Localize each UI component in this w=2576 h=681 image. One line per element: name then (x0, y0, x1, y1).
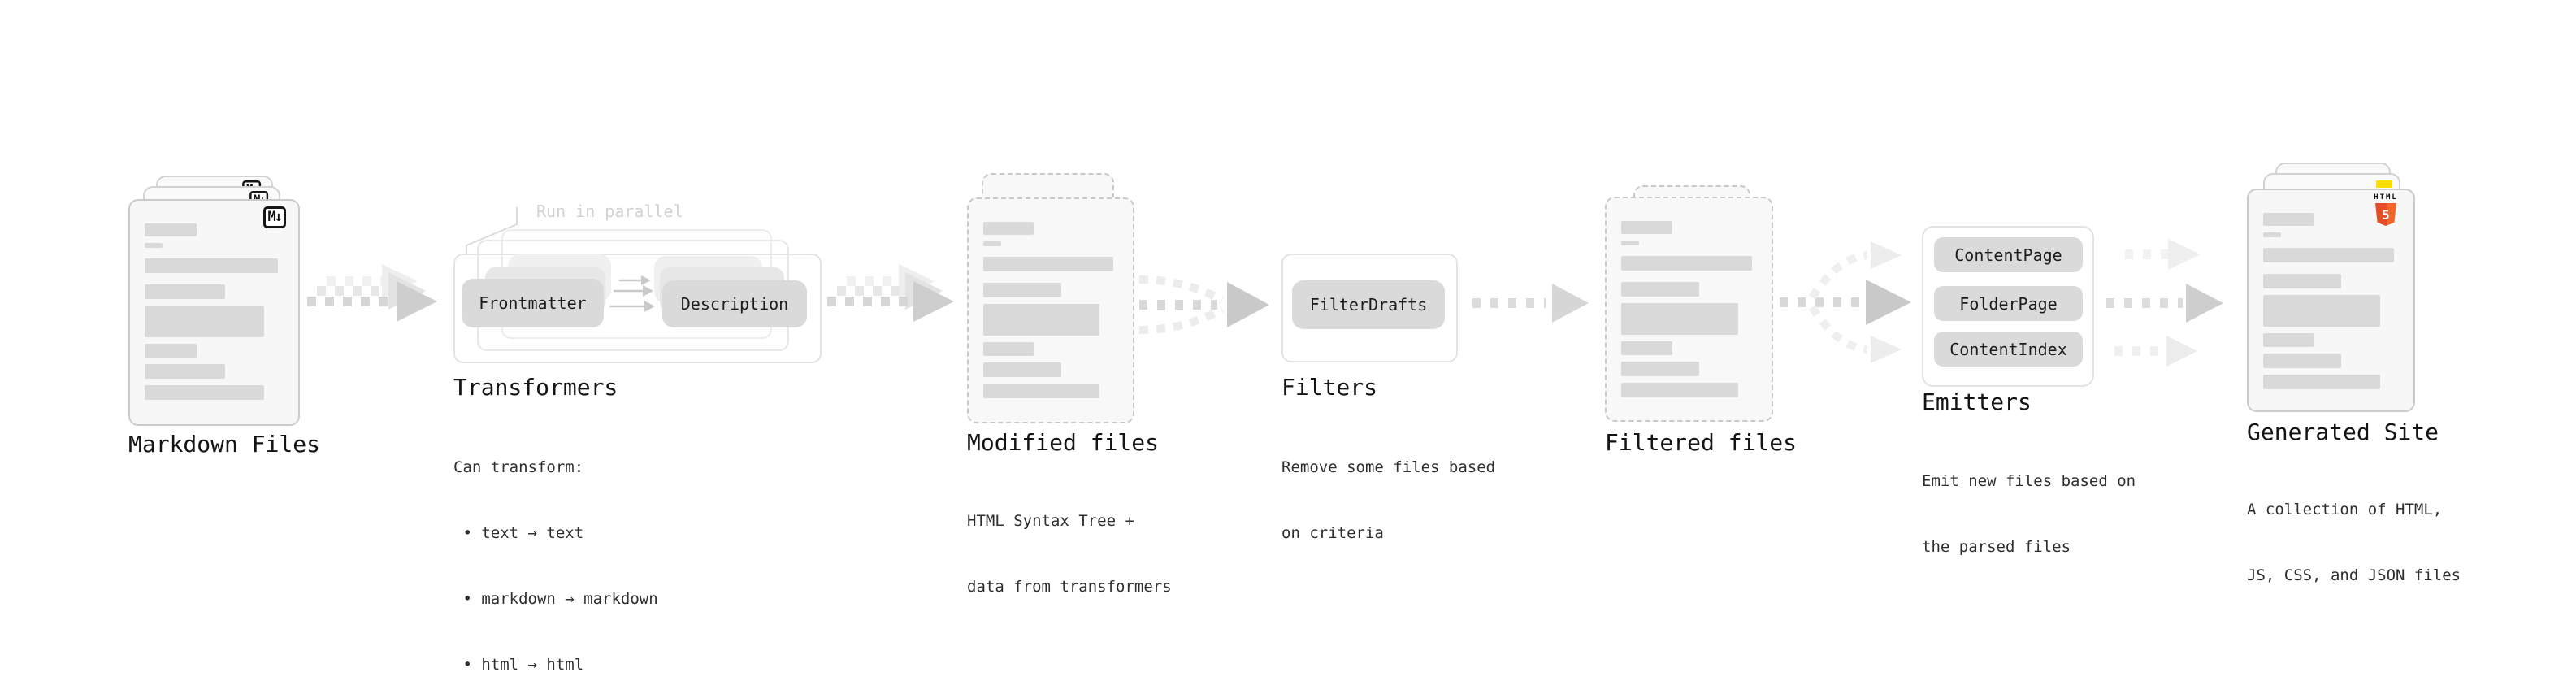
doc-skeleton-bar (2263, 248, 2394, 262)
doc-skeleton-bar (1621, 341, 1672, 355)
emitters-description: Emit new files based on the parsed files (1922, 427, 2136, 602)
arrow-markdown-to-transformers (307, 264, 437, 322)
doc-skeleton (1621, 221, 1759, 397)
markdown-icon: M↓ (262, 206, 286, 228)
stage-label-emitters: Emitters (1922, 388, 2032, 415)
doc-skeleton-bar (1621, 221, 1672, 234)
doc-skeleton-bar (2263, 354, 2342, 368)
markdown-file-card: M↓ (128, 199, 300, 426)
doc-skeleton-bar (2263, 232, 2281, 237)
arrow-modified-to-filters (1138, 275, 1269, 334)
doc-skeleton (145, 223, 285, 400)
doc-skeleton-bar (1621, 282, 1700, 297)
stage-label-filtered-files: Filtered files (1605, 429, 1798, 456)
doc-skeleton-bar (983, 362, 1061, 377)
folderpage-pill: FolderPage (1934, 286, 2083, 321)
description-line: on criteria (1281, 524, 1384, 542)
filters-description: Remove some files based on criteria (1281, 413, 1495, 588)
transformer-card-front (453, 254, 822, 363)
filtered-file-card (1605, 197, 1773, 422)
doc-skeleton-bar (2263, 274, 2342, 288)
contentindex-pill: ContentIndex (1934, 332, 2083, 367)
doc-skeleton-bar (145, 243, 163, 248)
description-line: JS, CSS, and JSON files (2247, 566, 2461, 584)
description-line: data from transformers (967, 578, 1172, 596)
description-line: A collection of HTML, (2247, 501, 2443, 518)
description-line: Emit new files based on (1922, 472, 2136, 490)
doc-skeleton-bar (983, 384, 1099, 398)
doc-skeleton-bar (983, 222, 1034, 235)
arrow-filtered-to-emitters (1780, 241, 1911, 363)
doc-skeleton-bar (145, 364, 225, 379)
doc-skeleton-bar (1621, 256, 1752, 271)
doc-skeleton-bar (1621, 241, 1639, 245)
html5-icon: HTML 5 (2369, 194, 2403, 226)
description-line: • text → text (453, 524, 584, 542)
doc-skeleton-bar (983, 241, 1001, 246)
description-line: Remove some files based (1281, 458, 1496, 476)
modified-file-card (967, 197, 1134, 423)
doc-skeleton (983, 222, 1120, 398)
stage-label-modified-files: Modified files (967, 429, 1160, 456)
doc-skeleton-bar (2263, 333, 2314, 347)
doc-skeleton-bar (2263, 295, 2380, 327)
run-in-parallel-callout-line (466, 207, 518, 255)
html5-icon-word: HTML (2374, 193, 2398, 202)
filterdrafts-pill: FilterDrafts (1292, 280, 1445, 329)
arrow-transformers-to-modified (827, 264, 954, 322)
stage-label-transformers: Transformers (453, 374, 618, 401)
doc-skeleton-bar (1621, 383, 1738, 397)
description-line: • html → html (453, 656, 584, 674)
doc-skeleton-bar (145, 284, 225, 299)
doc-skeleton-bar (145, 385, 265, 400)
doc-skeleton (2263, 213, 2400, 389)
description-line: the parsed files (1922, 538, 2071, 556)
doc-skeleton-bar (983, 283, 1061, 297)
doc-skeleton-bar (145, 344, 197, 358)
js-icon (2376, 180, 2392, 188)
description-line: HTML Syntax Tree + (967, 512, 1134, 530)
frontmatter-pill: Frontmatter (462, 279, 604, 327)
transformer-pill-arrows (609, 275, 655, 312)
doc-skeleton-bar (1621, 303, 1738, 335)
doc-skeleton-bar (1621, 362, 1700, 376)
description-pill: Description (662, 280, 807, 327)
doc-skeleton-bar (145, 223, 197, 236)
generated-html-file-card: HTML 5 (2247, 189, 2415, 412)
description-line: Can transform: (453, 458, 584, 476)
html5-icon-shield: 5 (2375, 203, 2396, 226)
transformers-description: Can transform: • text → text • markdown … (453, 413, 658, 681)
stage-label-generated-site: Generated Site (2247, 419, 2439, 445)
stage-label-filters: Filters (1281, 374, 1378, 401)
run-in-parallel-annotation: Run in parallel (536, 202, 683, 221)
contentpage-pill: ContentPage (1934, 237, 2083, 272)
doc-skeleton-bar (145, 258, 279, 273)
generated-site-description: A collection of HTML, JS, CSS, and JSON … (2247, 455, 2461, 631)
doc-skeleton-bar (983, 342, 1034, 356)
doc-skeleton-bar (2263, 375, 2380, 389)
arrow-filters-to-filtered (1472, 284, 1589, 323)
modified-files-description: HTML Syntax Tree + data from transformer… (967, 466, 1172, 642)
doc-skeleton-bar (983, 304, 1099, 336)
arrow-emitters-to-generated (2106, 239, 2223, 367)
doc-skeleton-bar (2263, 213, 2314, 226)
description-line: • markdown → markdown (453, 590, 658, 608)
doc-skeleton-bar (145, 306, 265, 337)
stage-label-markdown-files: Markdown Files (128, 431, 321, 458)
doc-skeleton-bar (983, 257, 1113, 271)
